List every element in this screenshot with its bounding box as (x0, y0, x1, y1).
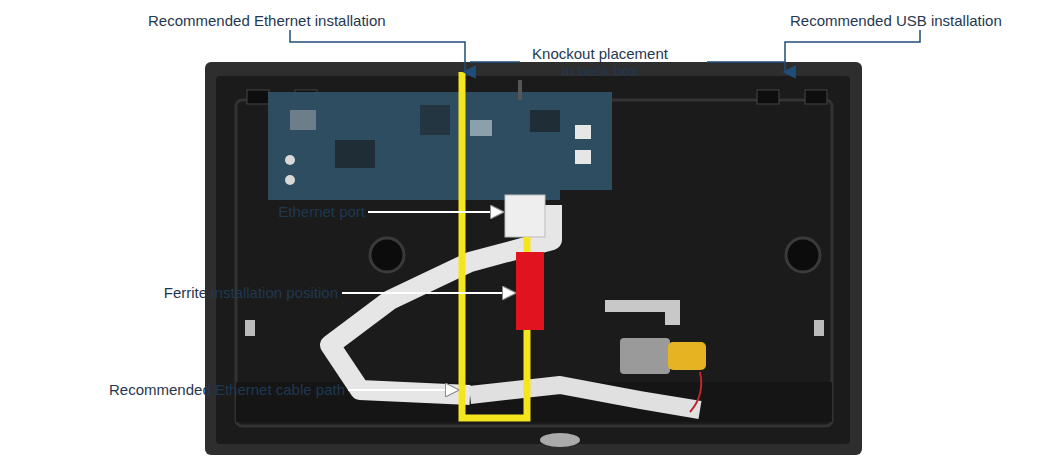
metal-bracket (605, 300, 680, 325)
usb-port (575, 150, 591, 164)
board-component (335, 140, 375, 168)
callout-label: Ethernet port (205, 203, 365, 220)
leader-line (470, 61, 520, 63)
pointer-arrow (368, 211, 503, 213)
board-component (530, 110, 560, 132)
board-component (470, 120, 492, 136)
board-component (285, 155, 295, 165)
ethernet-cable-path (462, 72, 527, 418)
mount-tab (757, 90, 779, 104)
board-component (420, 105, 450, 135)
motor (620, 338, 670, 374)
leader-line (290, 30, 465, 72)
mount-tab (805, 90, 827, 104)
ferrite-core (516, 252, 544, 330)
latch (540, 433, 580, 447)
circuit-board (268, 92, 612, 200)
mount-tab (247, 90, 269, 104)
leader-line (707, 61, 785, 63)
hinge-clip (814, 320, 824, 336)
ethernet-port (505, 195, 545, 237)
mount-post (786, 238, 820, 272)
usb-port (575, 125, 591, 139)
callout-label: Recommended USB installation (790, 12, 1060, 29)
board-wire (518, 80, 522, 100)
callout-label: Recommended Ethernet installation (148, 12, 448, 29)
callout-label: Knockout placement in back box (525, 45, 675, 79)
leader-line (785, 30, 920, 72)
mount-post (370, 238, 404, 272)
pointer-arrow (348, 389, 458, 391)
callout-label: Ferrite installation position (40, 284, 338, 301)
board-component (285, 175, 295, 185)
battery-wire (690, 372, 701, 412)
ribbon-cable (470, 385, 700, 410)
board-component (290, 110, 316, 130)
callout-label: Recommended Ethernet cable path (0, 381, 345, 398)
hinge-clip (245, 320, 255, 336)
battery (668, 342, 706, 370)
pointer-arrow (342, 292, 515, 294)
